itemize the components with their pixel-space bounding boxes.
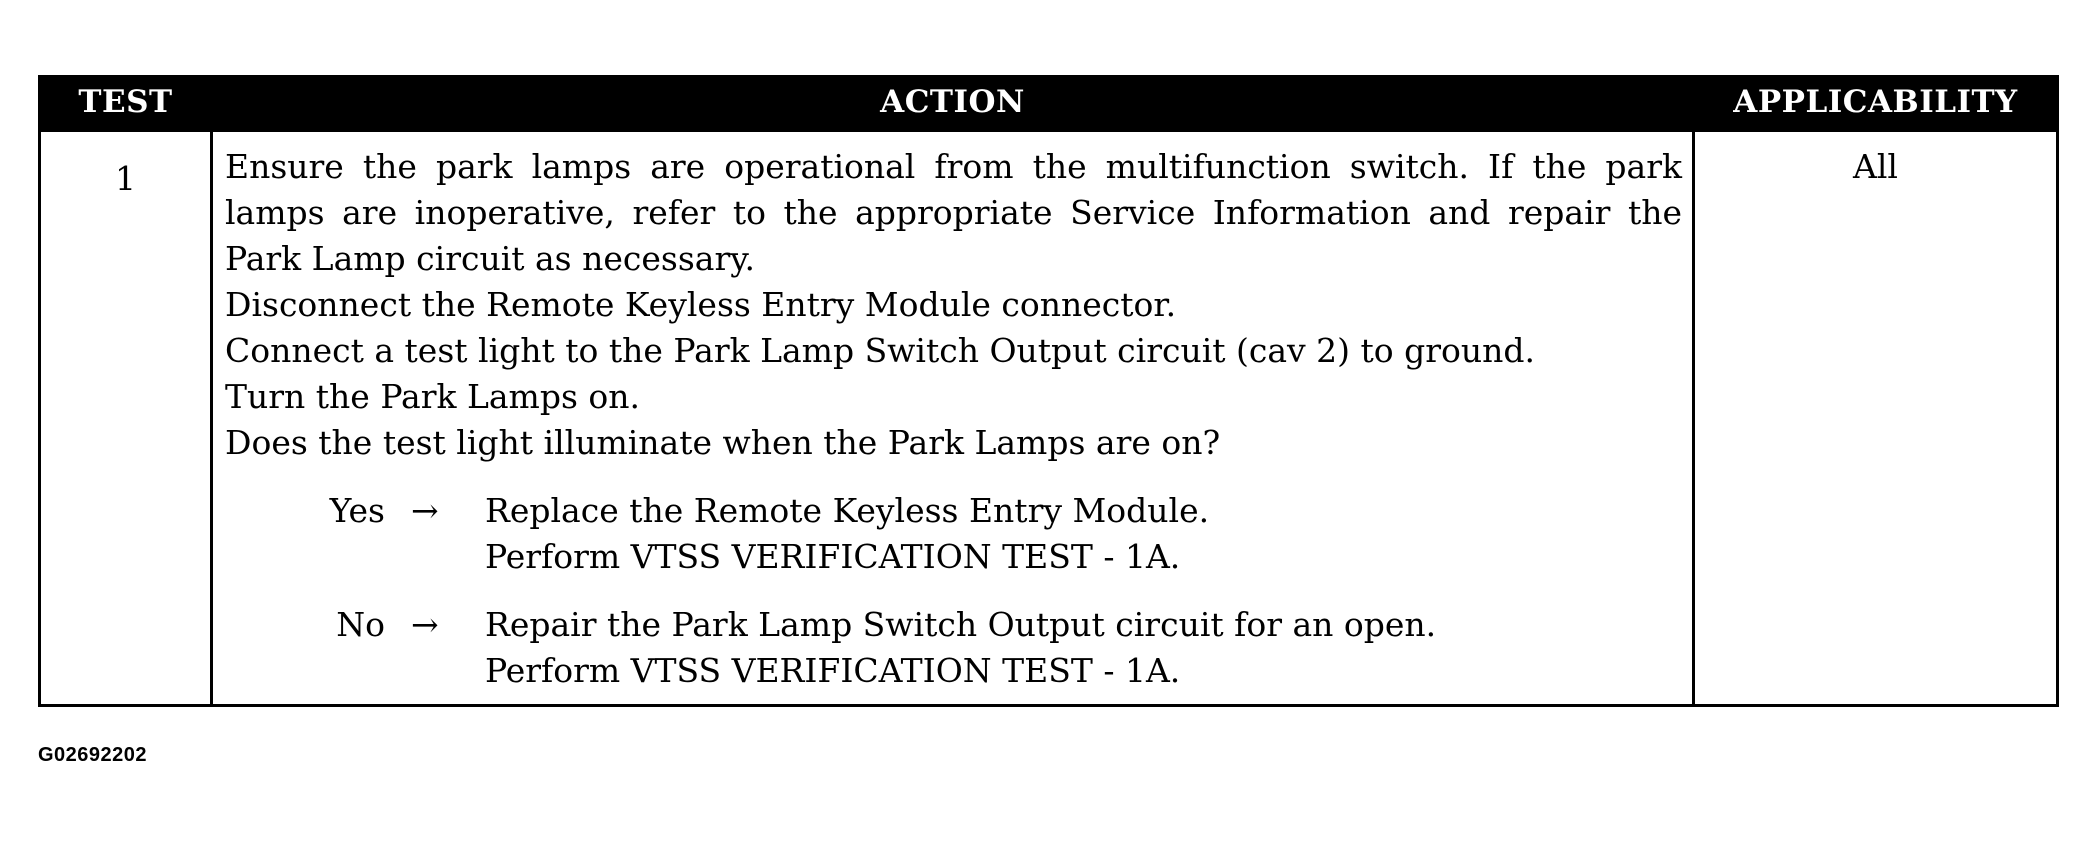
- outcome-line: Perform VTSS VERIFICATION TEST - 1A.: [485, 537, 1181, 576]
- action-step: Ensure the park lamps are operational fr…: [225, 147, 1682, 278]
- action-step: Disconnect the Remote Keyless Entry Modu…: [225, 285, 1177, 324]
- outcome-yes: Yes → Replace the Remote Keyless Entry M…: [225, 488, 1682, 580]
- outcome-no-instructions: Repair the Park Lamp Switch Output circu…: [485, 602, 1436, 694]
- test-number-cell: 1: [38, 129, 213, 707]
- diagnostic-test-table: TEST ACTION APPLICABILITY 1 Ensure the p…: [38, 75, 2059, 707]
- outcome-no-label: No: [336, 605, 385, 644]
- action-step: Turn the Park Lamps on.: [225, 377, 641, 416]
- outcome-yes-instructions: Replace the Remote Keyless Entry Module.…: [485, 488, 1209, 580]
- right-arrow-icon: →: [411, 605, 439, 644]
- test-number: 1: [115, 159, 136, 198]
- action-step: Connect a test light to the Park Lamp Sw…: [225, 331, 1536, 370]
- action-cell: Ensure the park lamps are operational fr…: [210, 129, 1695, 707]
- outcome-line: Perform VTSS VERIFICATION TEST - 1A.: [485, 651, 1181, 690]
- outcome-line: Repair the Park Lamp Switch Output circu…: [485, 605, 1437, 644]
- header-action: ACTION: [210, 75, 1695, 131]
- header-test: TEST: [38, 75, 213, 131]
- applicability-value: All: [1853, 147, 1898, 186]
- action-question: Does the test light illuminate when the …: [225, 423, 1221, 462]
- figure-id: G02692202: [38, 744, 148, 766]
- action-body: Ensure the park lamps are operational fr…: [213, 132, 1692, 704]
- applicability-cell: All: [1692, 129, 2059, 707]
- table-row: 1 Ensure the park lamps are operational …: [38, 129, 2059, 707]
- header-applicability: APPLICABILITY: [1692, 75, 2059, 131]
- right-arrow-icon: →: [411, 491, 439, 530]
- table-header-row: TEST ACTION APPLICABILITY: [38, 75, 2059, 131]
- outcome-yes-label: Yes: [329, 491, 385, 530]
- outcome-line: Replace the Remote Keyless Entry Module.: [485, 491, 1210, 530]
- outcome-no: No → Repair the Park Lamp Switch Output …: [225, 602, 1682, 694]
